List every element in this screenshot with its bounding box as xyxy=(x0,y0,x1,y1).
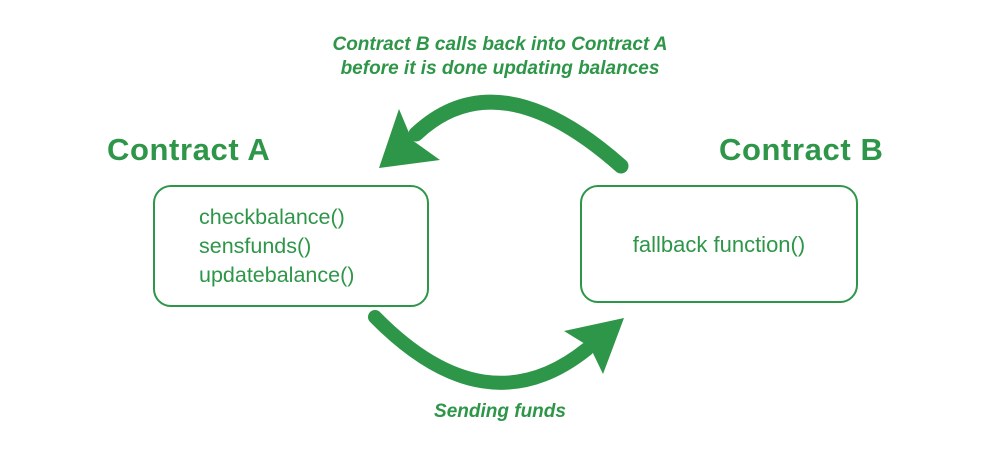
contract-b-function-fallback: fallback function() xyxy=(632,231,806,257)
contract-a-function-sensfunds: sensfunds() xyxy=(199,233,312,258)
top-caption-line2: before it is done updating balances xyxy=(340,58,660,79)
contract-b-title: Contract B xyxy=(719,132,884,167)
contract-a-title: Contract A xyxy=(107,132,271,167)
contract-a-function-updatebalance: updatebalance() xyxy=(199,262,355,287)
contract-b-box: fallback function() xyxy=(580,185,858,303)
contract-a-box: checkbalance() sensfunds() updatebalance… xyxy=(153,185,429,307)
top-caption: Contract B calls back into Contract A be… xyxy=(0,33,1000,81)
contract-a-function-checkbalance: checkbalance() xyxy=(199,204,345,229)
bottom-caption: Sending funds xyxy=(434,401,566,422)
top-caption-line1: Contract B calls back into Contract A xyxy=(332,34,668,55)
curved-arrow-left-to-right-icon xyxy=(368,310,624,390)
curved-arrow-right-to-left-icon xyxy=(379,94,629,174)
